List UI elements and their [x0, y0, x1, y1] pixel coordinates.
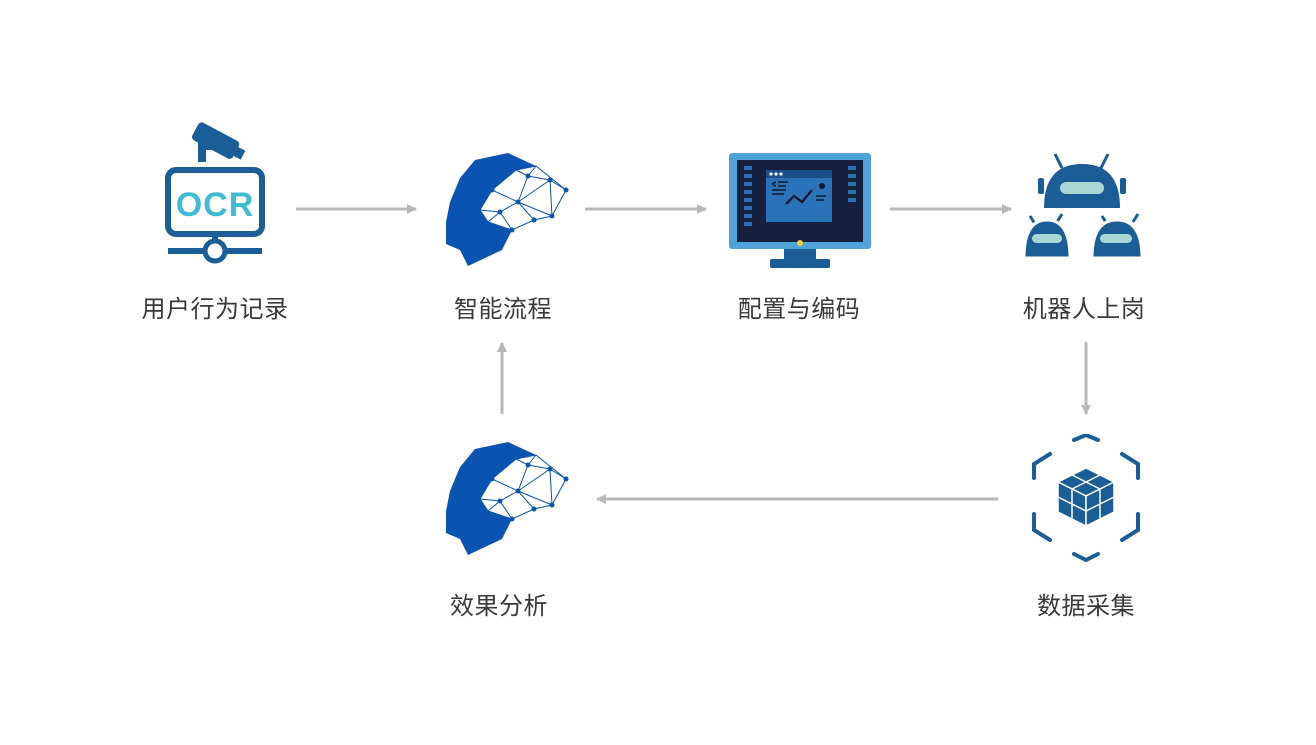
ocr-camera-icon: OCR: [165, 122, 265, 264]
node-effect: [440, 439, 570, 557]
node-label-record: 用户行为记录: [141, 295, 289, 323]
node-label-smart: 智能流程: [454, 295, 552, 323]
ai-head-icon: [446, 442, 569, 555]
node-label-robot: 机器人上岗: [1022, 295, 1146, 323]
ocr-badge-text: OCR: [176, 186, 255, 224]
node-label-effect: 效果分析: [450, 592, 548, 620]
node-robot: [1022, 150, 1146, 270]
monitor-code-icon: [729, 153, 871, 268]
node-record: OCR: [160, 118, 270, 264]
robots-icon: [1022, 153, 1144, 260]
node-data: [1028, 434, 1144, 562]
data-cubes-icon: [1032, 434, 1140, 562]
node-config: [728, 152, 872, 272]
ai-head-icon: [446, 153, 569, 266]
node-label-data: 数据采集: [1037, 592, 1135, 620]
node-label-config: 配置与编码: [737, 295, 861, 323]
node-smart: [440, 150, 570, 268]
